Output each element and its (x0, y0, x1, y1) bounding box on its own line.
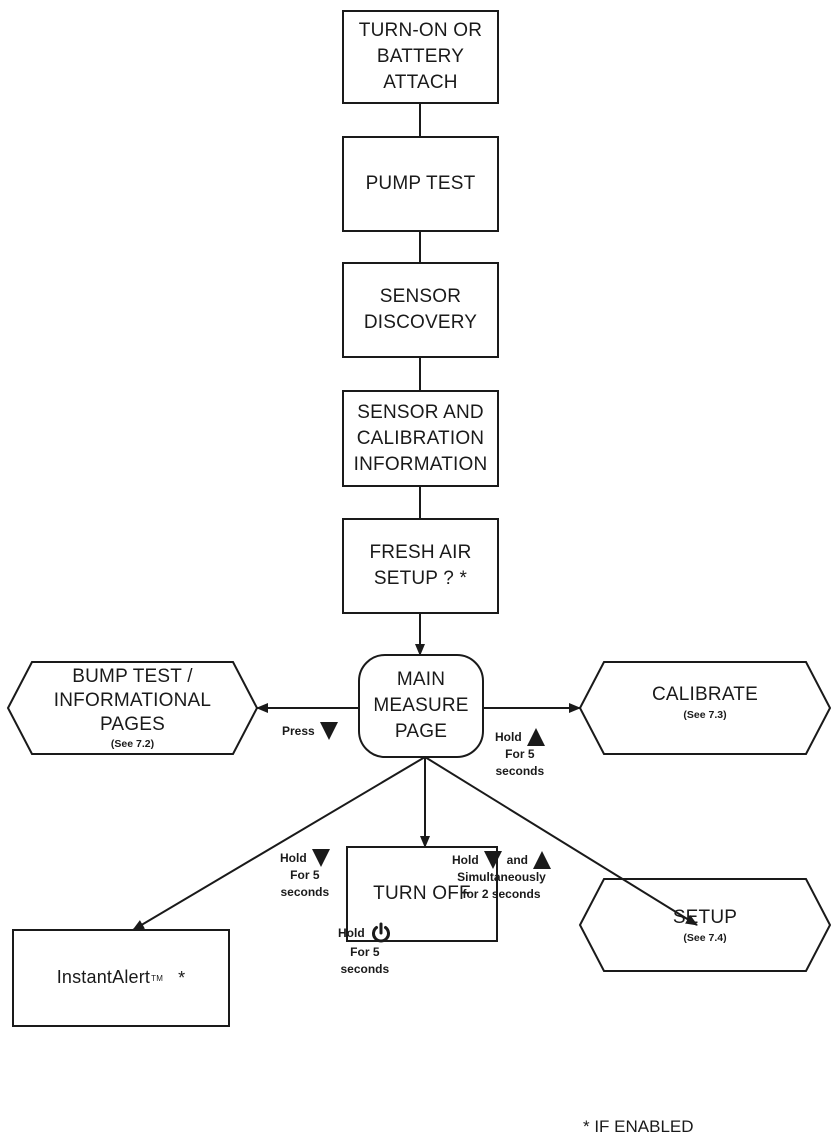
hold-down-note: Hold For 5 seconds (280, 849, 330, 901)
hold-power-note: Hold For 5 seconds (338, 922, 392, 978)
main-measure-line-3: PAGE (394, 721, 448, 742)
pump-test-label: PUMP TEST (343, 137, 498, 231)
hold-both-note: Hold and Simultaneously for 2 seconds (452, 851, 552, 903)
bump-test-line-2: INFORMATIONAL (53, 690, 212, 711)
hold-up-note: Hold For 5 seconds (495, 728, 545, 780)
fresh-air-label: FRESH AIR SETUP ? * (343, 519, 498, 613)
sensor-calibration-line-1: SENSOR AND (357, 401, 484, 423)
down-triangle-icon (319, 722, 338, 740)
sensor-calibration-label: SENSOR AND CALIBRATION INFORMATION (343, 391, 498, 486)
hold-down-for: For 5 (290, 868, 320, 882)
main-measure-label: MAIN MEASURE PAGE (359, 655, 483, 757)
press-text: Press (282, 723, 315, 738)
hold-down-row: Hold (280, 849, 330, 867)
bump-test-ref: (See 7.2) (110, 738, 155, 750)
setup-text: SETUP (672, 907, 738, 928)
power-icon (371, 922, 390, 943)
hold-power-text: Hold (338, 925, 365, 940)
instant-alert-text: InstantAlert (56, 967, 151, 988)
bump-test-line-3: PAGES (99, 714, 166, 735)
turn-on-label: TURN-ON OR BATTERY ATTACH (343, 11, 498, 103)
bump-test-label: BUMP TEST / INFORMATIONAL PAGES (See 7.2… (32, 662, 233, 754)
hold-down-text: Hold (280, 850, 307, 865)
sensor-discovery-line-2: DISCOVERY (363, 312, 478, 333)
hold-both-and: and (506, 852, 529, 867)
hold-up-text: Hold (495, 729, 522, 744)
main-measure-line-1: MAIN (396, 669, 446, 690)
instant-alert-name: InstantAlertTM (57, 964, 163, 991)
calibrate-ref: (See 7.3) (683, 709, 727, 721)
sensor-calibration-line-3: INFORMATION (353, 453, 488, 475)
up-triangle-icon (526, 728, 545, 746)
trademark-mark: TM (151, 973, 164, 983)
main-measure-line-2: MEASURE (373, 695, 469, 716)
fresh-air-line-2: SETUP ? * (373, 568, 468, 589)
calibrate-hexagon (578, 661, 831, 755)
hold-both-text: Hold (452, 852, 479, 867)
instant-alert-row: InstantAlertTM * (57, 964, 186, 991)
press-down-row: Press (282, 722, 338, 740)
pump-test-text: PUMP TEST (365, 173, 476, 194)
hold-both-simultaneously: Simultaneously (457, 870, 546, 884)
setup-label: SETUP (See 7.4) (604, 879, 806, 971)
fresh-air-line-1: FRESH AIR (369, 542, 472, 563)
up-triangle-icon (533, 851, 552, 869)
hold-power-for: For 5 (350, 945, 380, 959)
hold-both-row: Hold and (452, 851, 552, 869)
turn-on-line-2: BATTERY (376, 46, 465, 67)
instant-alert-asterisk: * (178, 968, 186, 988)
instant-alert-label: InstantAlertTM * (13, 930, 229, 1026)
turn-off-label: TURN OFF (347, 847, 497, 941)
sensor-discovery-line-1: SENSOR (379, 286, 462, 307)
hold-power-unit: seconds (340, 962, 390, 976)
setup-ref: (See 7.4) (683, 932, 727, 944)
bump-test-line-1: BUMP TEST / (72, 666, 193, 687)
hold-down-unit: seconds (280, 885, 330, 899)
hold-up-unit: seconds (495, 764, 545, 778)
hold-power-row: Hold (338, 922, 392, 944)
turn-on-line-3: ATTACH (383, 72, 458, 93)
setup-hexagon (578, 878, 831, 972)
hold-up-row: Hold (495, 728, 545, 746)
turn-off-text: TURN OFF (373, 883, 471, 904)
instant-alert-box (12, 929, 230, 1027)
turn-on-line-1: TURN-ON OR (358, 20, 483, 41)
sensor-calibration-line-2: CALIBRATION (356, 427, 485, 449)
footnote: * IF ENABLED (583, 1117, 694, 1136)
calibrate-text: CALIBRATE (652, 684, 758, 705)
sensor-discovery-label: SENSOR DISCOVERY (343, 263, 498, 357)
hold-both-duration: for 2 seconds (462, 887, 541, 901)
calibrate-label: CALIBRATE (See 7.3) (604, 662, 806, 742)
down-triangle-icon (483, 851, 502, 869)
down-triangle-icon (311, 849, 330, 867)
press-down-note: Press (282, 722, 338, 740)
hold-up-for: For 5 (505, 747, 535, 761)
